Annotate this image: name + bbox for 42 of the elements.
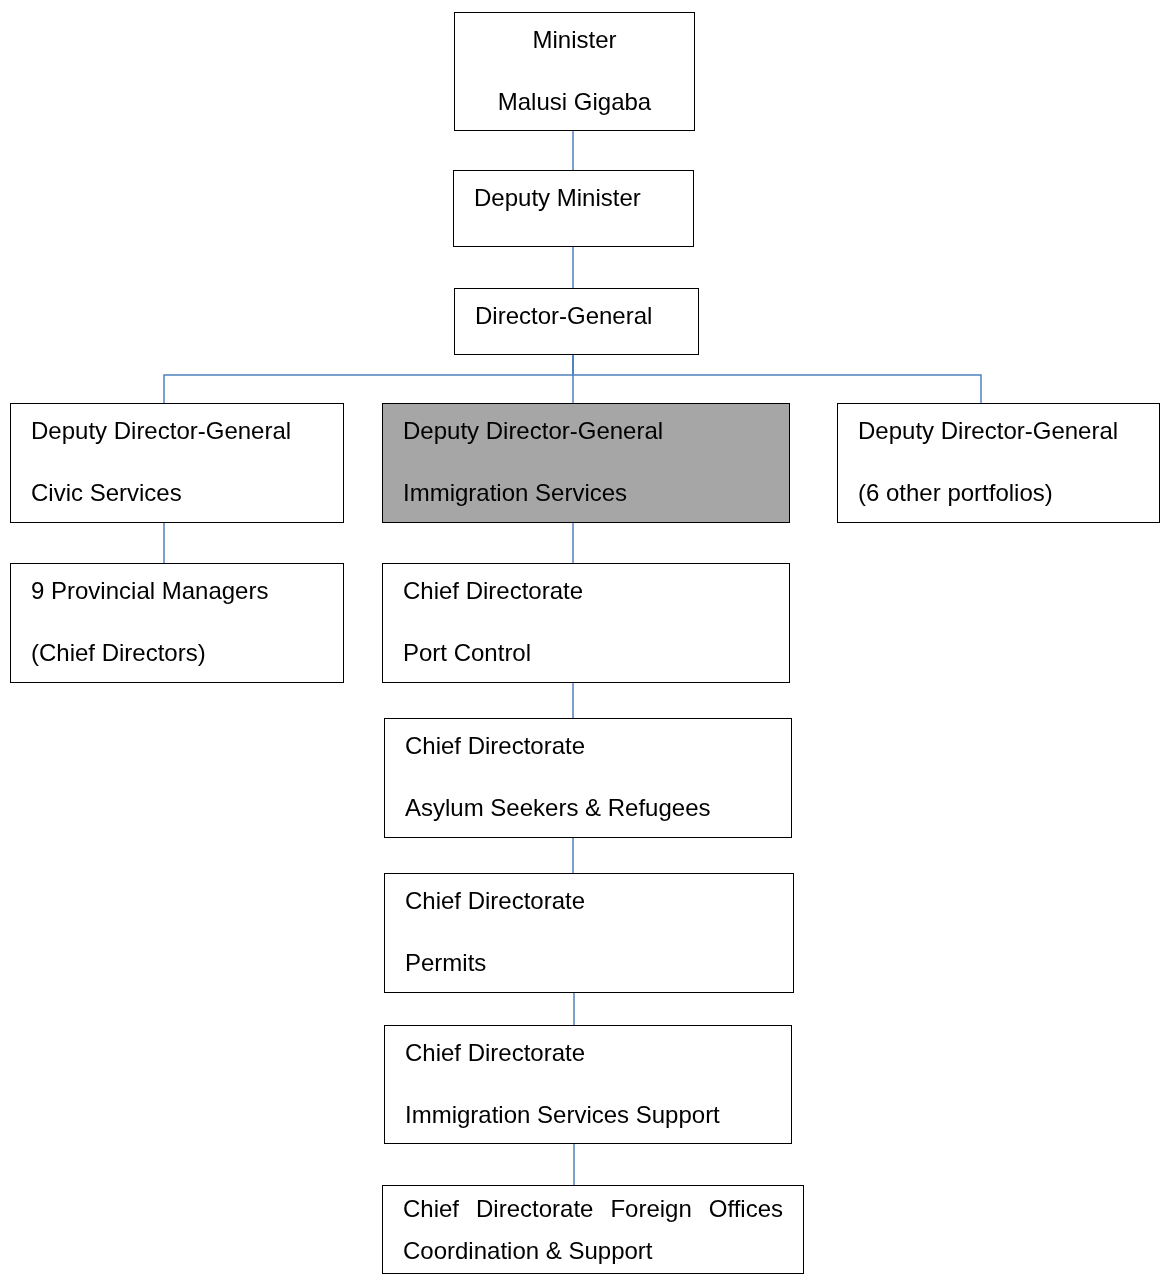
box-text: Deputy Director-General	[31, 416, 292, 446]
connector-line	[163, 522, 165, 564]
box-text: Chief Directorate	[405, 886, 586, 916]
org-box	[382, 1185, 804, 1274]
org-box	[454, 288, 699, 355]
box-text: Director-General	[475, 301, 653, 331]
connector-line	[572, 522, 574, 564]
box-text: Civic Services	[31, 478, 182, 508]
org-box	[837, 403, 1160, 523]
connector-line	[572, 246, 574, 289]
box-text: Minister	[532, 25, 617, 55]
box-text: Chief Directorate	[403, 576, 584, 606]
org-box	[382, 403, 790, 523]
connector-line	[572, 130, 574, 171]
org-box	[454, 12, 695, 131]
org-box	[10, 403, 344, 523]
box-text: Chief Directorate	[405, 1038, 586, 1068]
box-text: Deputy Minister	[474, 183, 641, 213]
connector-line	[572, 354, 982, 404]
org-box	[384, 718, 792, 838]
connector-line	[573, 1143, 575, 1186]
org-box	[10, 563, 344, 683]
org-box	[382, 563, 790, 683]
org-box	[453, 170, 694, 247]
box-text: Chief Directorate	[405, 731, 586, 761]
box-text: Permits	[405, 948, 487, 978]
box-text: Immigration Services Support	[405, 1100, 720, 1130]
box-text: Deputy Director-General	[858, 416, 1119, 446]
connector-line	[573, 992, 575, 1026]
box-text: Deputy Director-General	[403, 416, 664, 446]
box-text: Chief Directorate Foreign Offices Coordination & Support	[403, 1194, 783, 1266]
org-box	[384, 1025, 792, 1144]
box-text: (6 other portfolios)	[858, 478, 1053, 508]
box-text: Malusi Gigaba	[497, 87, 652, 117]
box-text: Asylum Seekers & Refugees	[405, 793, 711, 823]
box-text: Port Control	[403, 638, 532, 668]
connector-line	[572, 837, 574, 874]
box-text: (Chief Directors)	[31, 638, 206, 668]
box-text: Immigration Services	[403, 478, 628, 508]
box-text: 9 Provincial Managers	[31, 576, 269, 606]
org-box	[384, 873, 794, 993]
connector-line	[572, 682, 574, 719]
